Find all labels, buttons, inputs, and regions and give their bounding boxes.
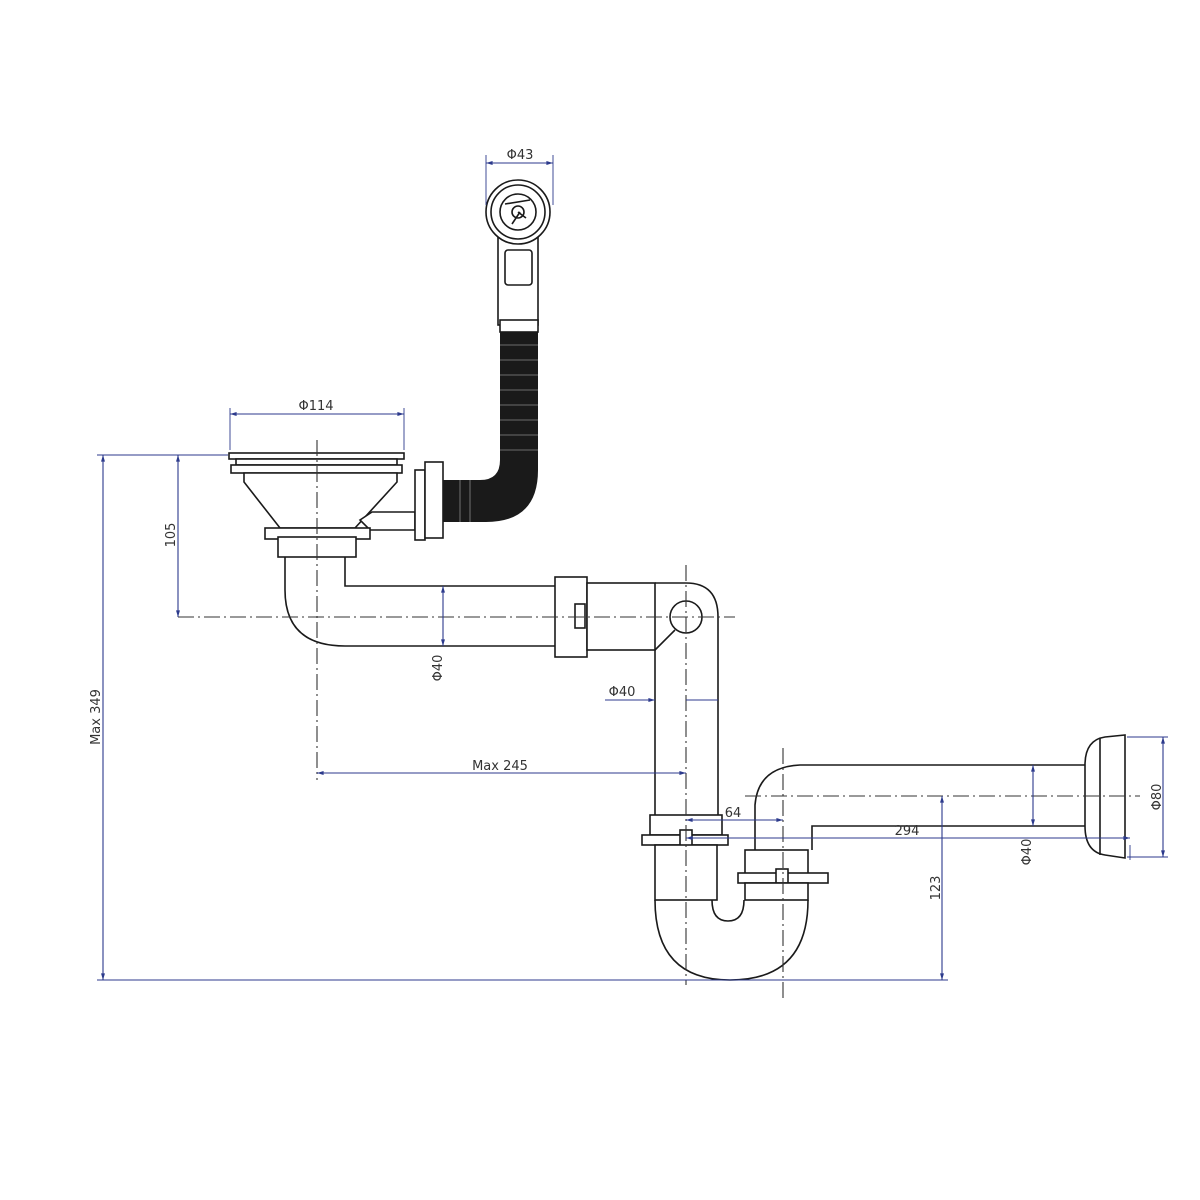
dim-overflow-diameter: Φ43 [507, 148, 534, 163]
dim-total-depth: 294 [895, 824, 920, 839]
trap [641, 734, 1126, 981]
horizontal-drain-pipe [284, 557, 719, 815]
overflow-hose [443, 332, 538, 522]
dim-wall-flange-diameter: Φ80 [1150, 784, 1165, 811]
dim-pipe-diameter-vertical: Φ40 [609, 685, 636, 700]
dim-outlet-pipe-diameter: Φ40 [1020, 839, 1035, 866]
dim-strainer-height: 105 [164, 523, 179, 548]
overflow-head [485, 179, 551, 333]
dim-trap-offset: 64 [725, 806, 742, 821]
dim-max-height: Max 349 [89, 689, 104, 745]
dim-max-reach: Max 245 [472, 759, 528, 774]
dim-strainer-diameter: Φ114 [298, 399, 333, 414]
dim-pipe-diameter-horizontal: Φ40 [431, 655, 446, 682]
sink-strainer [228, 452, 444, 558]
dimension-lines [97, 155, 1168, 981]
center-lines [178, 440, 1140, 1000]
dim-outlet-height: 123 [929, 876, 944, 901]
